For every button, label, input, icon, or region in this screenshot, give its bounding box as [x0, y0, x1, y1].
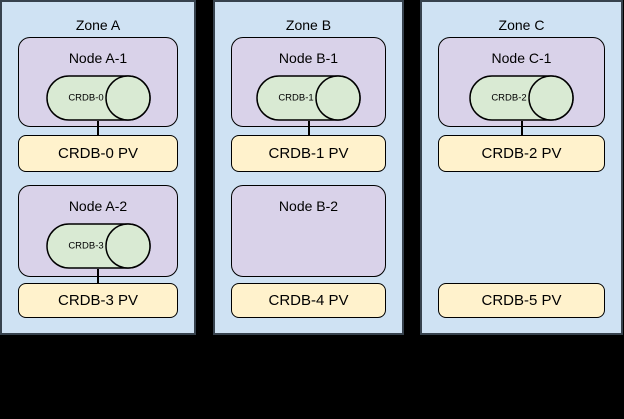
connector-c1: [422, 127, 621, 135]
crdb3-connector-stub: [97, 269, 99, 276]
connector-b1-line: [307, 127, 310, 135]
zone-b: Zone B Node B-1 CRDB-1 CRDB-1 PV Node B-…: [213, 0, 404, 335]
crdb0-pv-label: CRDB-0 PV: [57, 145, 139, 162]
node-b2-label: Node B-2: [278, 198, 339, 214]
crdb3-pv-label: CRDB-3 PV: [57, 292, 139, 309]
crdb1-cylinder-label: CRDB-1: [278, 93, 313, 104]
crdb4-pv: CRDB-4 PV: [231, 283, 386, 318]
crdb2-cylinder-cap: [528, 75, 574, 121]
node-c1-box: Node C-1 CRDB-2: [438, 37, 605, 127]
zone-a-title: Zone A: [75, 17, 121, 33]
zone-b-title: Zone B: [285, 17, 332, 33]
crdb4-pv-label: CRDB-4 PV: [268, 292, 349, 309]
connector-a1: [2, 127, 194, 135]
crdb2-pv-label: CRDB-2 PV: [481, 145, 562, 162]
node-a2-box: Node A-2 CRDB-3: [18, 185, 178, 277]
crdb2-cylinder: CRDB-2: [469, 75, 574, 121]
crdb5-pv-label: CRDB-5 PV: [481, 292, 562, 309]
crdb1-pv-label: CRDB-1 PV: [268, 145, 349, 162]
crdb3-cylinder-cap: [104, 223, 151, 269]
connector-a2: [2, 277, 194, 283]
crdb3-pv: CRDB-3 PV: [18, 283, 178, 318]
connector-b1: [215, 127, 402, 135]
zone-a: Zone A Node A-1 CRDB-0 CRDB-0 PV Node A-…: [0, 0, 196, 335]
node-b1-box: Node B-1 CRDB-1: [231, 37, 386, 127]
zone-c-title: Zone C: [498, 17, 545, 33]
crdb0-cylinder-cap: [104, 75, 151, 121]
node-a2-label: Node A-2: [68, 198, 128, 214]
connector-a1-line: [97, 127, 99, 135]
node-b1-label: Node B-1: [278, 50, 339, 66]
crdb5-pv: CRDB-5 PV: [438, 283, 605, 318]
crdb0-pv: CRDB-0 PV: [18, 135, 178, 172]
node-b2-box: Node B-2: [231, 185, 386, 277]
crdb1-connector-stub: [307, 121, 310, 126]
crdb3-cylinder: CRDB-3: [45, 223, 151, 269]
crdb2-cylinder-label: CRDB-2: [491, 93, 526, 104]
node-a1-label: Node A-1: [68, 50, 128, 66]
crdb0-connector-stub: [97, 121, 99, 126]
node-c1-label: Node C-1: [491, 50, 552, 66]
connector-c1-line: [520, 127, 523, 135]
zone-c: Zone C Node C-1 CRDB-2 CRDB-2 PV CRDB-5 …: [420, 0, 623, 335]
crdb2-connector-stub: [520, 121, 523, 126]
crdb3-cylinder-label: CRDB-3: [68, 241, 103, 252]
connector-a2-line: [97, 277, 99, 283]
crdb2-pv: CRDB-2 PV: [438, 135, 605, 172]
crdb0-cylinder: CRDB-0: [45, 75, 151, 121]
node-a1-box: Node A-1 CRDB-0: [18, 37, 178, 127]
crdb1-cylinder: CRDB-1: [256, 75, 361, 121]
crdb1-pv: CRDB-1 PV: [231, 135, 386, 172]
crdb0-cylinder-label: CRDB-0: [68, 93, 103, 104]
crdb1-cylinder-cap: [315, 75, 361, 121]
